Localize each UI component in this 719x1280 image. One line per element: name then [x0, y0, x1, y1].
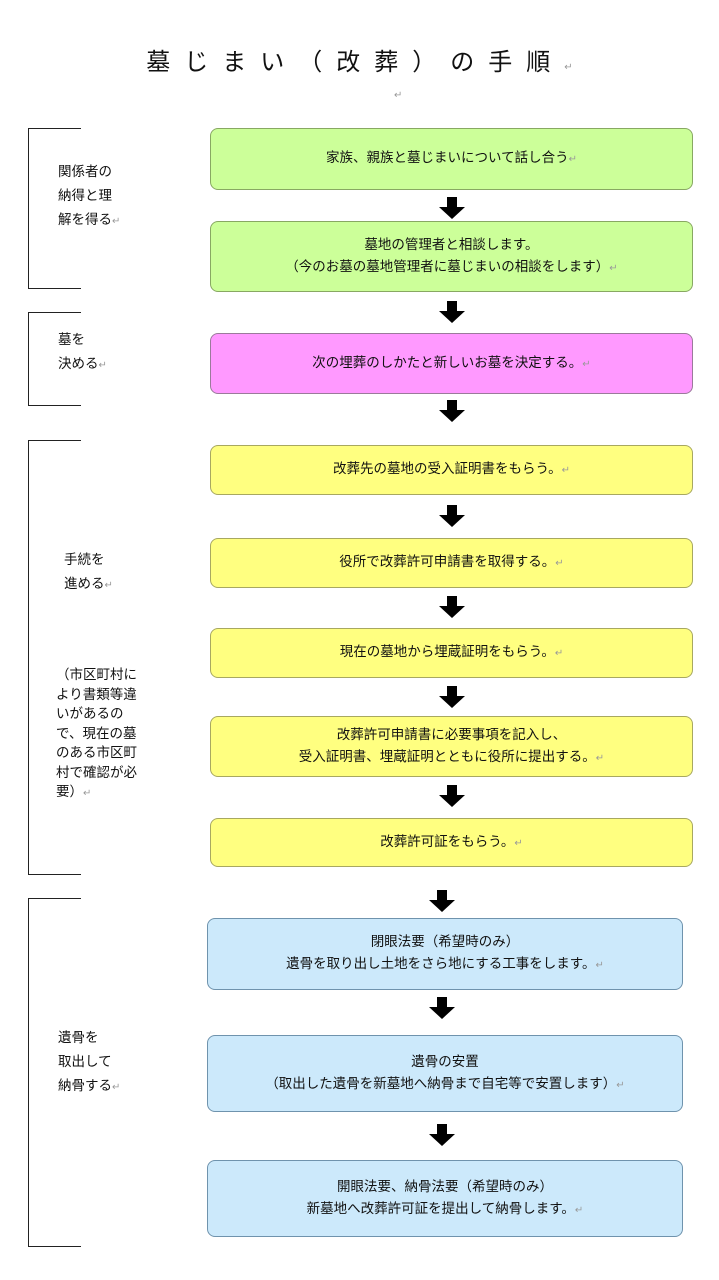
section-label-procedure: 手続を 進める↵ — [64, 548, 113, 598]
paragraph-mark: ↵ — [98, 360, 107, 371]
step-8: 改葬許可証をもらう。↵ — [210, 818, 693, 867]
section-bracket-3 — [28, 440, 81, 875]
step-text: 現在の墓地から埋蔵証明をもらう。 — [339, 644, 555, 660]
paragraph-mark: ↵ — [609, 262, 618, 274]
paragraph-mark: ↵ — [616, 1079, 625, 1091]
step-1: 家族、親族と墓じまいについて話し合う↵ — [210, 128, 693, 190]
paragraph-mark: ↵ — [554, 648, 564, 659]
paragraph-mark: ↵ — [564, 62, 573, 73]
step-text: 墓地の管理者と相談します。 （今のお墓の墓地管理者に墓じまいの相談をします） — [285, 236, 610, 275]
label-text: 墓を 決める — [58, 332, 99, 372]
section-note-procedure: （市区町村に より書類等違 いがあるの で、現在の墓 のある市区町 村で確認が必… — [56, 666, 137, 804]
label-text: 遺骨を 取出して 納骨する — [58, 1030, 112, 1094]
paragraph-mark: ↵ — [83, 788, 92, 799]
step-text: 役所で改葬許可申請書を取得する。 — [339, 554, 556, 570]
note-text: （市区町村に より書類等違 いがあるの で、現在の墓 のある市区町 村で確認が必… — [56, 667, 137, 800]
step-4: 改葬先の墓地の受入証明書をもらう。↵ — [210, 445, 693, 495]
step-6: 現在の墓地から埋蔵証明をもらう。↵ — [210, 628, 693, 678]
step-10: 遺骨の安置 （取出した遺骨を新墓地へ納骨まで自宅等で安置します）↵ — [207, 1035, 683, 1112]
down-arrow-icon — [439, 400, 465, 422]
paragraph-mark: ↵ — [112, 216, 121, 227]
paragraph-mark: ↵ — [555, 558, 564, 569]
section-bracket-1 — [28, 128, 81, 289]
step-7: 改葬許可申請書に必要事項を記入し、 受入証明書、埋蔵証明とともに役所に提出する。… — [210, 716, 693, 777]
section-bracket-2 — [28, 312, 81, 406]
section-bracket-4 — [28, 898, 81, 1247]
page-title: 墓じまい（改葬）の手順↵ — [0, 42, 719, 77]
step-text: 次の埋葬のしかたと新しいお墓を決定する。 — [312, 354, 583, 371]
down-arrow-icon — [439, 197, 465, 219]
label-text: 手続を 進める — [64, 552, 105, 592]
paragraph-mark: ↵ — [561, 465, 571, 476]
step-9: 閉眼法要（希望時のみ） 遺骨を取り出し土地をさら地にする工事をします。↵ — [207, 918, 683, 990]
down-arrow-icon — [439, 785, 465, 807]
step-text: 家族、親族と墓じまいについて話し合う — [326, 150, 569, 166]
paragraph-mark: ↵ — [104, 580, 113, 591]
down-arrow-icon — [439, 596, 465, 618]
step-text: 改葬先の墓地の受入証明書をもらう。 — [332, 461, 562, 477]
step-text: 開眼法要、納骨法要（希望時のみ） 新墓地へ改葬許可証を提出して納骨します。 — [306, 1178, 575, 1217]
title-text: 墓じまい（改葬）の手順 — [146, 48, 565, 76]
down-arrow-icon — [429, 890, 455, 912]
paragraph-mark: ↵ — [574, 1204, 584, 1216]
paragraph-mark: ↵ — [112, 1082, 121, 1093]
step-text: 改葬許可申請書に必要事項を記入し、 受入証明書、埋蔵証明とともに役所に提出する。 — [298, 726, 596, 765]
paragraph-mark: ↵ — [568, 154, 577, 165]
label-text: 関係者の 納得と理 解を得る — [58, 164, 112, 228]
section-label-consensus: 関係者の 納得と理 解を得る↵ — [58, 160, 120, 234]
section-label-remains: 遺骨を 取出して 納骨する↵ — [58, 1026, 120, 1100]
step-3: 次の埋葬のしかたと新しいお墓を決定する。↵ — [210, 333, 693, 394]
down-arrow-icon — [429, 1124, 455, 1146]
paragraph-mark: ↵ — [582, 358, 591, 370]
step-text: 改葬許可証をもらう。 — [380, 833, 515, 850]
down-arrow-icon — [439, 505, 465, 527]
paragraph-mark: ↵ — [514, 837, 523, 849]
step-text: 閉眼法要（希望時のみ） 遺骨を取り出し土地をさら地にする工事をします。 — [286, 934, 596, 972]
section-label-decide: 墓を 決める↵ — [58, 328, 107, 378]
paragraph-mark: ↵ — [394, 90, 403, 101]
down-arrow-icon — [439, 301, 465, 323]
step-2: 墓地の管理者と相談します。 （今のお墓の墓地管理者に墓じまいの相談をします）↵ — [210, 221, 693, 292]
paragraph-mark: ↵ — [595, 960, 604, 971]
step-5: 役所で改葬許可申請書を取得する。↵ — [210, 538, 693, 588]
step-text: 遺骨の安置 （取出した遺骨を新墓地へ納骨まで自宅等で安置します） — [265, 1053, 617, 1092]
down-arrow-icon — [439, 686, 465, 708]
step-11: 開眼法要、納骨法要（希望時のみ） 新墓地へ改葬許可証を提出して納骨します。↵ — [207, 1160, 683, 1237]
down-arrow-icon — [429, 997, 455, 1019]
paragraph-mark: ↵ — [595, 752, 605, 764]
